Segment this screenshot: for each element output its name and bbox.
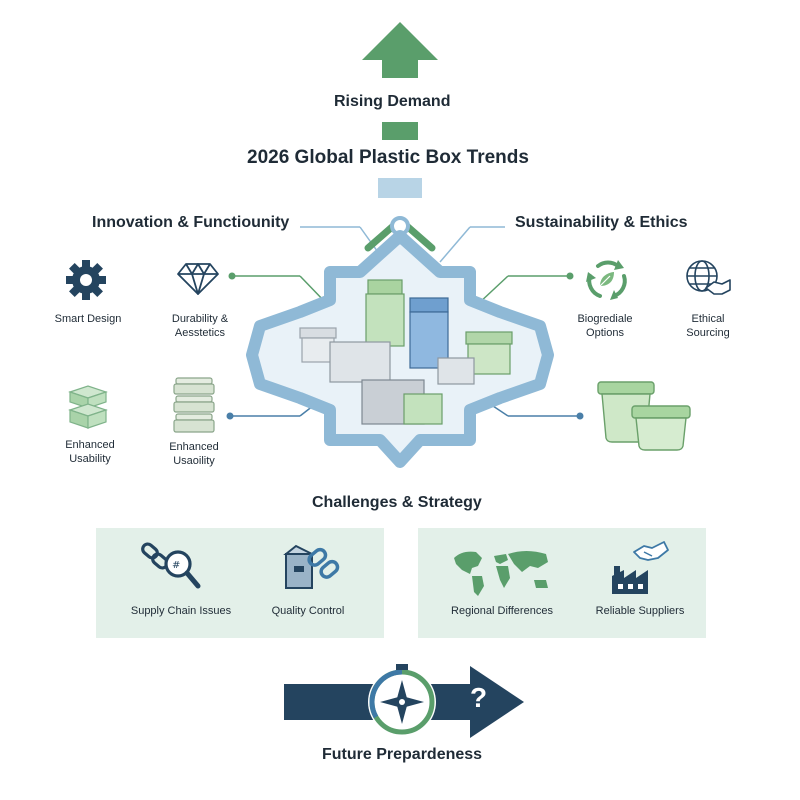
chain-magnifier-icon: # [141, 542, 201, 589]
innovation-heading: Innovation & Functiounity [92, 214, 290, 231]
challenge-item-label: Supply Chain Issues [130, 605, 232, 617]
future-arrow [284, 664, 524, 738]
future-label: Future Prepardeness [322, 746, 483, 763]
rising-demand-label: Rising Demand [334, 93, 451, 110]
challenge-item-label: Quality Control [271, 605, 345, 617]
stacked-boxes-icon [68, 385, 108, 429]
gear-icon [66, 260, 106, 300]
innovation-item-label: Durability & Aesstetics [171, 313, 229, 339]
svg-text:#: # [172, 560, 180, 571]
challenge-item-label: Reliable Suppliers [595, 605, 685, 617]
question-mark: ? [470, 682, 488, 713]
challenge-item-label: Regional Differences [451, 605, 553, 617]
innovation-item-label: Smart Design [54, 313, 122, 325]
rising-demand-arrow [362, 22, 438, 140]
green-containers-icon [597, 381, 691, 451]
innovation-item-label: Enhanced Usaoility [169, 441, 219, 467]
diamond-icon [177, 263, 219, 295]
central-diagram [226, 178, 584, 468]
sustainability-heading: Sustainability & Ethics [515, 214, 688, 231]
innovation-item-label: Enhanced Usability [65, 439, 115, 465]
sustainability-item-label: Biogrediale Options [577, 313, 633, 339]
challenges-heading: Challenges & Strategy [312, 494, 482, 511]
sustainability-item-label: Ethical Sourcing [686, 313, 730, 339]
factory-handshake-icon [612, 541, 669, 594]
plastic-boxes [299, 279, 513, 425]
globe-handshake-icon [686, 260, 731, 295]
page-title: 2026 Global Plastic Box Trends [247, 147, 529, 168]
recycle-leaf-icon [586, 260, 627, 300]
box-chain-icon [283, 544, 340, 589]
world-map-icon [454, 551, 548, 596]
stacked-containers-icon [173, 377, 215, 433]
